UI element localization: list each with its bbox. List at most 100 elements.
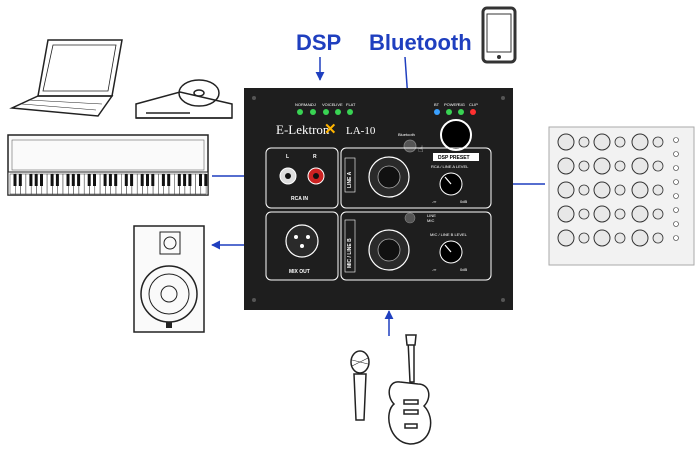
keyboard-black-key [188,174,192,186]
led-clip [470,109,476,115]
keyboard-black-key [13,174,17,186]
mixer-button [673,221,679,227]
line-a-max: 0dB [460,199,467,204]
status-clip: CLIP [469,102,478,107]
mixer-knob [593,205,611,223]
mixer-knob [593,181,611,199]
dsp-preset-knob[interactable] [440,119,472,151]
mixer-button [673,179,679,185]
keyboard-black-key [71,174,75,186]
xlr-out-jack[interactable] [285,224,319,258]
keyboard-black-key [29,174,33,186]
line-b-max: 0dB [460,267,467,272]
mixer-button [673,193,679,199]
rca-in-label: RCA IN [291,196,308,202]
led-voice [323,109,329,115]
dsp-preset-plate [433,153,479,161]
bluetooth-button-label: Bluetooth [398,132,415,137]
mix-out-section [265,211,339,281]
line-a-section [340,147,492,209]
mixer-knob-small [614,208,626,220]
status-power: POWER [444,102,459,107]
mixer-knob [631,205,649,223]
keyboard-black-key [124,174,128,186]
brand-x-mark: ✕ [324,121,337,138]
keyboard-black-key [108,174,112,186]
mixer-knob [557,205,575,223]
keyboard-black-key [40,174,43,186]
keyboard-icon [7,134,209,196]
line-b-section [340,211,492,281]
mixer-knob [557,229,575,247]
mixer-button [673,137,679,143]
keyboard-black-key [177,174,181,186]
mixer-button [673,165,679,171]
mixer-knob-small [578,232,590,244]
line-a-min: -∞ [432,199,436,204]
status-sig: SIG [458,102,465,107]
mixer-knob-small [614,232,626,244]
mixer-knob-small [652,232,664,244]
keyboard-black-key [103,174,107,186]
keyboard-black-key [199,174,202,186]
mixer-icon [548,126,695,266]
mix-out-label: MIX OUT [289,269,310,275]
eq-mode-live: LIVE [334,102,343,107]
amplifier-panel: NORMAL DJ VOICE LIVE FLAT BT POWER SIG C… [244,88,513,310]
mixer-knob-small [652,208,664,220]
mixer-knob [557,133,575,151]
keyboard-black-key [183,174,187,186]
rca-right-label: R [313,154,317,160]
led-bt [434,109,440,115]
keyboard-black-key [55,174,59,186]
keyboard-black-key [34,174,38,186]
keyboard-black-key [87,174,91,186]
keyboard-black-key [77,174,81,186]
mixer-knob-small [652,184,664,196]
led-flat [347,109,353,115]
bluetooth-button[interactable] [403,139,417,153]
line-mic-switch[interactable] [404,212,416,224]
guitar-icon [388,334,432,445]
led-live [335,109,341,115]
led-sig [458,109,464,115]
line-b-min: -∞ [432,267,436,272]
line-opt-label: LINE [427,213,436,218]
eq-mode-normal: NORMAL [295,102,313,107]
cd-player-icon [135,79,233,119]
mixer-knob-small [652,160,664,172]
rca-left-label: L [286,154,289,160]
smartphone-icon [481,6,517,64]
mixer-knob-small [652,136,664,148]
mixer-knob [631,157,649,175]
brand-logo: E-Lektron [276,122,330,137]
bluetooth-label: Bluetooth [369,30,472,55]
mixer-knob-small [614,184,626,196]
dsp-preset-label: DSP PRESET [438,155,470,161]
mic-line-b-level-label: MIC / LINE B LEVEL [430,232,468,237]
dsp-label: DSP [296,30,342,55]
keyboard-black-key [66,174,70,186]
eq-mode-flat: FLAT [346,102,356,107]
keyboard-black-key [50,174,54,186]
keyboard-black-key [114,174,118,186]
keyboard-black-key [130,174,134,186]
mixer-button [673,151,679,157]
keyboard-black-key [93,174,96,186]
laptop-icon [9,39,123,117]
keyboard-black-key [151,174,155,186]
eq-mode-dj: DJ [311,102,316,107]
rca-line-a-level-label: RCA / LINE A LEVEL [431,164,469,169]
led-normal [297,109,303,115]
model-name: LA-10 [346,125,376,137]
mixer-knob [631,133,649,151]
mixer-knob-small [578,208,590,220]
keyboard-black-key [140,174,144,186]
mixer-knob [593,133,611,151]
mixer-knob [557,181,575,199]
mixer-knob-small [614,160,626,172]
mixer-knob-small [614,136,626,148]
mixer-knob-small [578,184,590,196]
